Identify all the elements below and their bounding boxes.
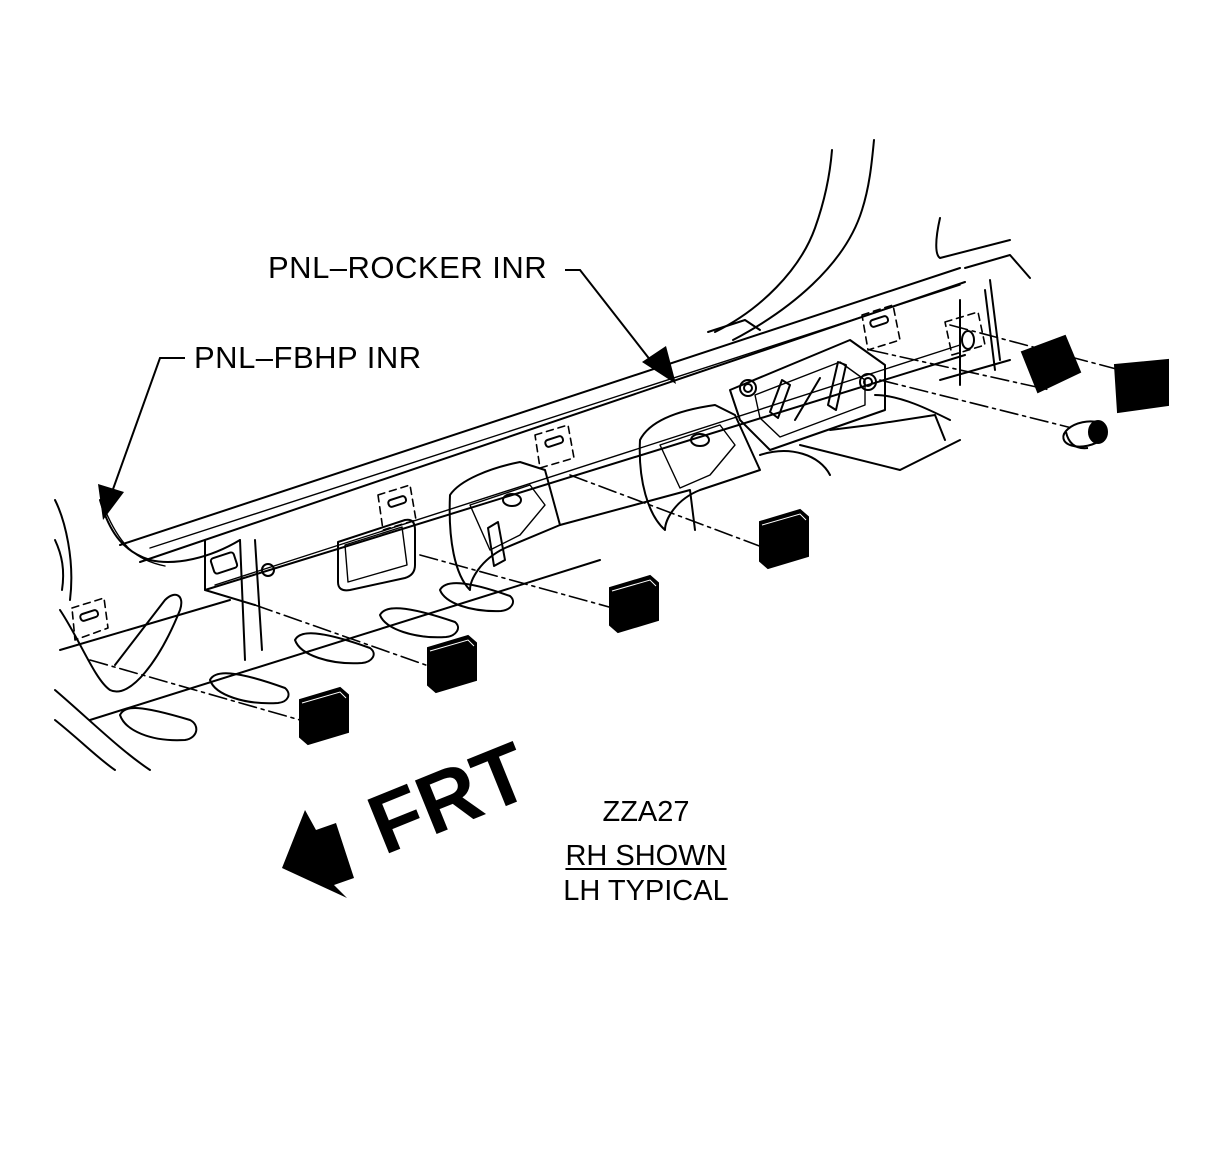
lh-typical-note: LH TYPICAL bbox=[563, 875, 729, 907]
rocker-top-flange bbox=[119, 267, 961, 546]
fbhp-panel-edge bbox=[99, 499, 241, 563]
rh-shown-note: RH SHOWN bbox=[565, 840, 727, 872]
rocker-leader bbox=[565, 269, 659, 371]
pad-4 bbox=[759, 508, 809, 570]
dashed-bracket-box bbox=[377, 484, 417, 531]
fbhp-panel-callout: PNL–FBHP INR bbox=[194, 340, 422, 375]
figure-code: ZZA27 bbox=[602, 796, 690, 828]
pad-6 bbox=[1113, 358, 1169, 414]
pad-2 bbox=[427, 634, 477, 694]
pad-1 bbox=[299, 686, 349, 746]
clip-slot bbox=[209, 551, 239, 575]
body-plug bbox=[1062, 420, 1108, 450]
fbhp-arrowhead bbox=[98, 484, 124, 520]
pad-3 bbox=[609, 574, 659, 634]
front-arrow-icon bbox=[282, 810, 354, 898]
jack-bracket-2 bbox=[638, 404, 761, 531]
pad-5 bbox=[1020, 334, 1082, 394]
fbhp-leader bbox=[111, 357, 185, 493]
rocker-inner-face bbox=[204, 539, 256, 606]
jack-bracket-1 bbox=[448, 461, 561, 591]
rocker-panel-callout: PNL–ROCKER INR bbox=[268, 250, 548, 285]
rear-hinge-plate bbox=[729, 339, 886, 451]
rocker-arrowhead bbox=[642, 346, 676, 384]
wheelhouse-arch bbox=[714, 149, 833, 333]
